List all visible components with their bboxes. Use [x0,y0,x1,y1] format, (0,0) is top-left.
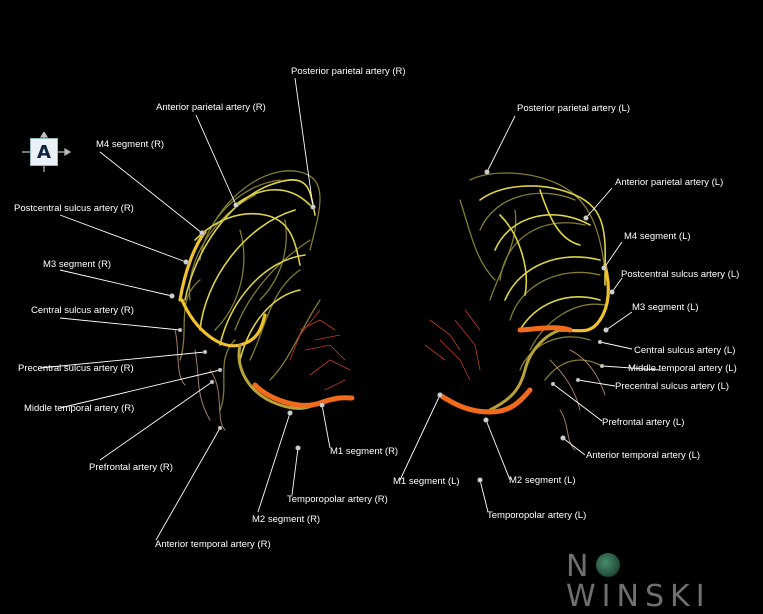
label-temporopolar-r: Temporopolar artery (R) [287,494,388,505]
label-anterior-temporal-r: Anterior temporal artery (R) [155,539,271,550]
label-precentral-sulcus-r: Precentral sulcus artery (R) [18,363,134,374]
left-hemisphere-vessels [424,172,610,451]
right-hemisphere-vessels [174,170,355,431]
label-postcentral-sulcus-l: Postcentral sulcus artery (L) [621,269,740,280]
brand-watermark: NWINSKI [566,549,763,612]
label-m4-segment-r: M4 segment (R) [96,139,165,150]
label-postcentral-sulcus-r: Postcentral sulcus artery (R) [14,203,134,214]
label-central-sulcus-l: Central sulcus artery (L) [634,345,736,356]
label-prefrontal-l: Prefrontal artery (L) [602,417,685,428]
label-middle-temporal-l: Middle temporal artery (L) [628,363,737,374]
label-m1-segment-r: M1 segment (R) [330,446,399,457]
label-markers [169,169,615,483]
brand-i-glyph: I [601,579,617,614]
label-anterior-parietal-r: Anterior parietal artery (R) [156,102,266,113]
label-central-sulcus-r: Central sulcus artery (R) [31,305,134,316]
label-m2-segment-r: M2 segment (R) [252,514,321,525]
brain-globe-icon [596,552,621,577]
label-m3-segment-r: M3 segment (R) [43,259,112,270]
leader-lines [39,77,661,541]
orientation-letter: A [37,142,51,163]
label-posterior-parietal-l: Posterior parietal artery (L) [517,103,630,114]
label-posterior-parietal-r: Posterior parietal artery (R) [291,66,406,77]
label-middle-temporal-r: Middle temporal artery (R) [24,403,135,414]
label-m1-segment-l: M1 segment (L) [393,476,460,487]
label-temporopolar-l: Temporopolar artery (L) [487,510,587,521]
label-m2-segment-l: M2 segment (L) [509,475,576,486]
label-m3-segment-l: M3 segment (L) [632,302,699,313]
label-prefrontal-r: Prefrontal artery (R) [89,462,173,473]
label-anterior-parietal-l: Anterior parietal artery (L) [615,177,724,188]
brand-text-left: N [566,549,595,584]
brand-text-middle: W [566,579,602,614]
angiography-scene [39,77,661,541]
label-anterior-temporal-l: Anterior temporal artery (L) [586,450,701,461]
orientation-indicator: A [20,132,72,172]
brand-text-right: NSKI [616,579,711,614]
label-m4-segment-l: M4 segment (L) [624,231,691,242]
label-precentral-sulcus-l: Precentral sulcus artery (L) [615,381,730,392]
